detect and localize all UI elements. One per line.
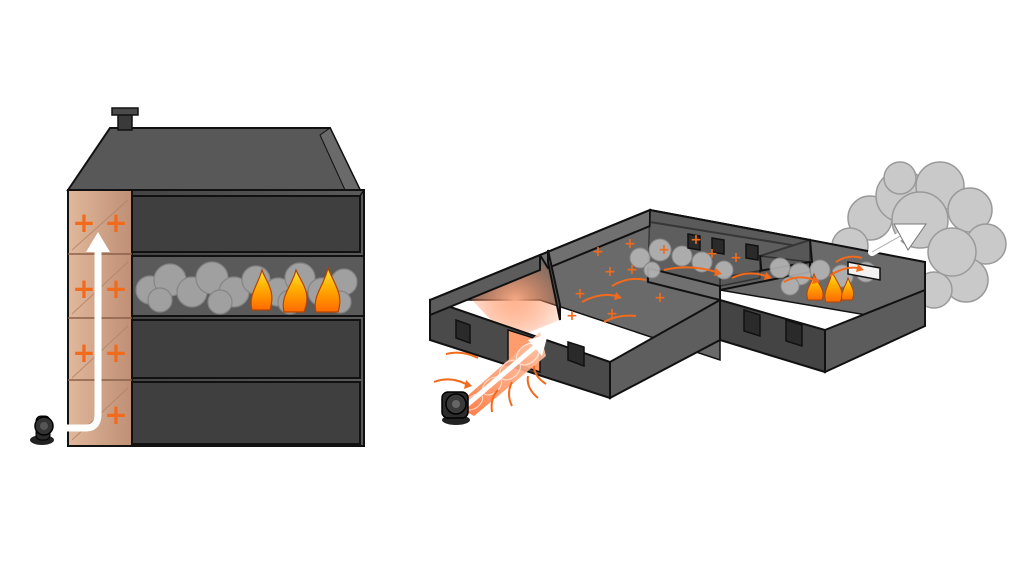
airflow-arrow-up-icon bbox=[58, 232, 110, 432]
airflow-arrows bbox=[433, 255, 863, 413]
pressure-plus: + bbox=[566, 308, 578, 324]
airflow-cone bbox=[456, 332, 548, 416]
exhaust-opening bbox=[847, 261, 881, 281]
ppv-fan-icon bbox=[30, 415, 54, 445]
window bbox=[711, 237, 725, 255]
building: + + + + + + + bbox=[30, 107, 365, 447]
window bbox=[743, 308, 761, 338]
pressure-plus: + bbox=[624, 236, 636, 252]
building-floors bbox=[131, 189, 365, 445]
pressure-plus: + bbox=[72, 336, 95, 369]
pressure-plus: + bbox=[104, 336, 127, 369]
windows bbox=[455, 233, 881, 368]
floorplan-pressure-symbols: + + + + + + + + + + + + bbox=[566, 232, 742, 324]
floorplan-fire-icon bbox=[806, 270, 855, 303]
floor-1 bbox=[131, 381, 361, 445]
pressure-plus: + bbox=[606, 306, 618, 322]
window bbox=[785, 318, 803, 348]
smoke-cloud-floor bbox=[135, 261, 358, 315]
floor-2 bbox=[131, 319, 361, 379]
window bbox=[567, 340, 585, 368]
pressure-plus: + bbox=[104, 206, 127, 239]
window bbox=[455, 318, 471, 345]
pressure-plus: + bbox=[592, 244, 604, 260]
pressure-plus: + bbox=[104, 272, 127, 305]
stairwell-pressure-symbols: + + + + + + + bbox=[72, 206, 127, 431]
pressure-plus: + bbox=[654, 290, 666, 306]
floorplan: + + + + + + + + + + + + bbox=[429, 161, 1007, 425]
pressure-plus: + bbox=[730, 250, 742, 266]
building-roof bbox=[66, 127, 362, 191]
roof-vent-icon bbox=[111, 107, 139, 131]
pressure-plus: + bbox=[72, 272, 95, 305]
floor-4 bbox=[131, 195, 361, 253]
front-wall-right bbox=[719, 298, 826, 374]
pressure-plus: + bbox=[104, 398, 127, 431]
exhaust-smoke-cloud bbox=[831, 161, 1007, 309]
ppv-fan-floorplan-icon bbox=[441, 391, 470, 425]
pressure-plus: + bbox=[574, 286, 586, 302]
window bbox=[687, 233, 701, 251]
pressure-plus: + bbox=[604, 264, 616, 280]
exhaust-arrow-icon bbox=[868, 223, 927, 256]
pressure-plus: + bbox=[690, 232, 702, 248]
pressure-plus: + bbox=[72, 206, 95, 239]
fire-flames-icon bbox=[250, 265, 341, 313]
pressure-plus: + bbox=[658, 242, 670, 258]
pressure-plus: + bbox=[706, 246, 718, 262]
window bbox=[745, 243, 759, 261]
pressure-plus: + bbox=[626, 262, 638, 278]
arrowheads bbox=[464, 264, 864, 389]
